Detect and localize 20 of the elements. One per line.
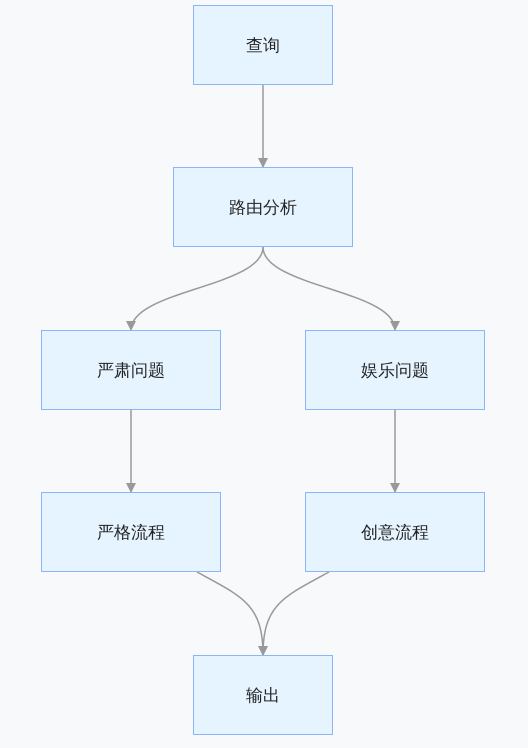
process-box bbox=[305, 330, 485, 410]
box-label: 严格流程 bbox=[97, 522, 165, 544]
arrow bbox=[262, 246, 398, 331]
box-label: 查询 bbox=[246, 34, 280, 56]
process-box bbox=[41, 492, 221, 572]
process-box bbox=[193, 655, 333, 735]
box-label: 创意流程 bbox=[361, 522, 429, 544]
arrow bbox=[128, 246, 264, 331]
arrow bbox=[258, 85, 268, 168]
process-box bbox=[305, 492, 485, 572]
box-label: 输出 bbox=[246, 684, 280, 706]
process-box bbox=[41, 330, 221, 410]
box-label: 严肃问题 bbox=[97, 360, 165, 382]
arrow bbox=[126, 410, 136, 493]
box-label: 娱乐问题 bbox=[361, 360, 429, 382]
arrow bbox=[258, 571, 330, 656]
process-box bbox=[193, 5, 333, 85]
process-box bbox=[173, 167, 353, 247]
arrow bbox=[390, 410, 400, 493]
box-label: 路由分析 bbox=[229, 196, 297, 218]
